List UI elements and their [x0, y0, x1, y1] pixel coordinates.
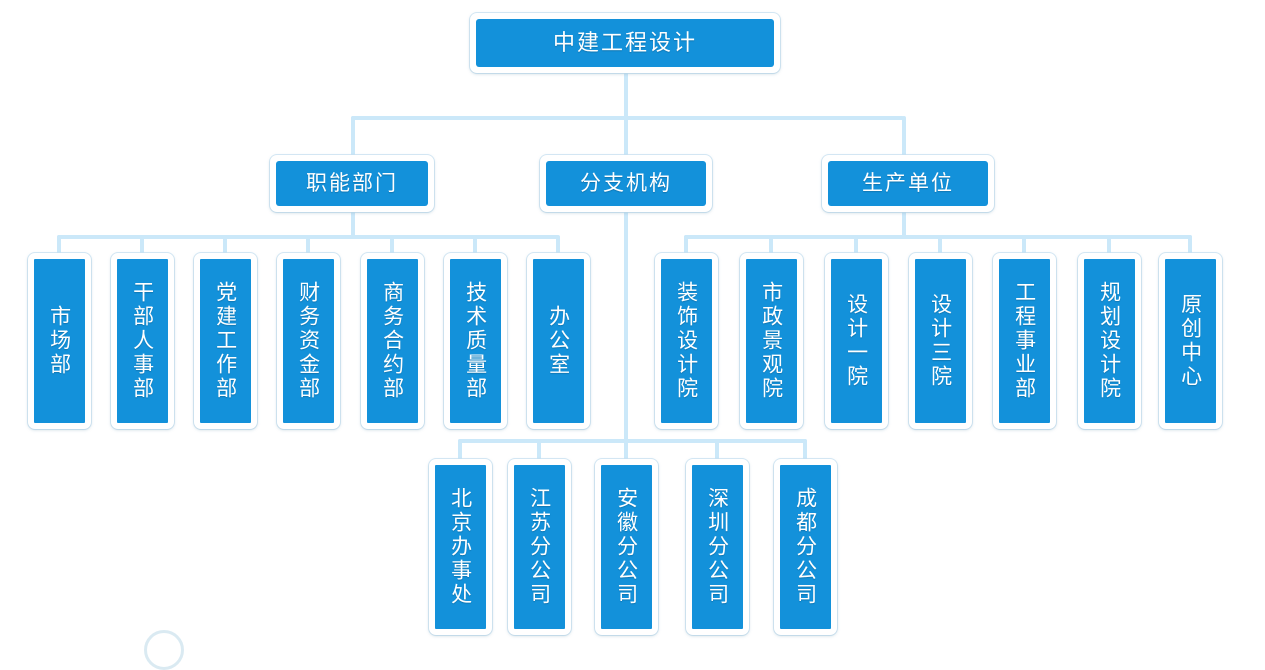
- node-unit-design-institute-3[interactable]: 设计三院: [909, 253, 972, 429]
- node-unit-original-center[interactable]: 原创中心: [1159, 253, 1222, 429]
- node-branch-shenzhen-fill: 深圳分公司: [692, 465, 743, 629]
- connector-production-stem: [902, 209, 906, 237]
- connector-branch-drop-2: [537, 439, 541, 461]
- node-branch-organizations-fill: 分支机构: [546, 161, 706, 206]
- node-unit-original-center-fill: 原创中心: [1165, 259, 1216, 423]
- connector-production-drop-1: [684, 235, 688, 255]
- node-branch-shenzhen-label: 深圳分公司: [705, 487, 730, 607]
- connector-production-drop-5: [1022, 235, 1026, 255]
- connector-root-stem: [624, 72, 628, 118]
- node-department-finance-label: 财务资金部: [296, 281, 321, 401]
- connector-production-drop-3: [854, 235, 858, 255]
- node-production-units[interactable]: 生产单位: [822, 155, 994, 212]
- connector-functional-drop-4: [306, 235, 310, 255]
- node-branch-chengdu-label: 成都分公司: [793, 487, 818, 607]
- node-department-office-fill: 办公室: [533, 259, 584, 423]
- connector-branch-stem: [624, 209, 628, 441]
- node-root[interactable]: 中建工程设计: [470, 13, 780, 73]
- node-unit-decoration-design[interactable]: 装饰设计院: [655, 253, 718, 429]
- node-unit-engineering-division-label: 工程事业部: [1012, 281, 1037, 401]
- node-branch-organizations-label: 分支机构: [580, 171, 672, 195]
- node-department-market-fill: 市场部: [34, 259, 85, 423]
- node-unit-design-institute-3-fill: 设计三院: [915, 259, 966, 423]
- connector-functional-stem: [351, 209, 355, 237]
- node-department-cadre-personnel[interactable]: 干部人事部: [111, 253, 174, 429]
- node-root-label: 中建工程设计: [552, 30, 697, 55]
- node-production-units-label: 生产单位: [862, 171, 954, 195]
- connector-branch-drop-1: [458, 439, 462, 461]
- connector-functional-drop-7: [556, 235, 560, 255]
- node-unit-municipal-landscape-fill: 市政景观院: [746, 259, 797, 423]
- node-branch-anhui[interactable]: 安徽分公司: [595, 459, 658, 635]
- node-department-party-building-label: 党建工作部: [213, 281, 238, 401]
- node-department-technical-quality[interactable]: 技术质量部: [444, 253, 507, 429]
- node-department-market[interactable]: 市场部: [28, 253, 91, 429]
- node-department-cadre-personnel-fill: 干部人事部: [117, 259, 168, 423]
- node-root-fill: 中建工程设计: [476, 19, 774, 67]
- node-unit-engineering-division-fill: 工程事业部: [999, 259, 1050, 423]
- connector-drop-branch: [624, 116, 628, 158]
- connector-production-drop-4: [938, 235, 942, 255]
- node-unit-decoration-design-label: 装饰设计院: [674, 281, 699, 401]
- node-branch-anhui-fill: 安徽分公司: [601, 465, 652, 629]
- connector-functional-drop-5: [390, 235, 394, 255]
- node-unit-design-institute-1-fill: 设计一院: [831, 259, 882, 423]
- decorative-arc-artifact: [144, 630, 184, 670]
- connector-functional-drop-1: [57, 235, 61, 255]
- node-unit-design-institute-1[interactable]: 设计一院: [825, 253, 888, 429]
- connector-functional-drop-2: [140, 235, 144, 255]
- node-unit-municipal-landscape[interactable]: 市政景观院: [740, 253, 803, 429]
- node-department-business-contract[interactable]: 商务合约部: [361, 253, 424, 429]
- connector-drop-production: [902, 116, 906, 158]
- connector-branch-drop-5: [803, 439, 807, 461]
- node-unit-planning-design[interactable]: 规划设计院: [1078, 253, 1141, 429]
- node-unit-decoration-design-fill: 装饰设计院: [661, 259, 712, 423]
- connector-functional-drop-6: [473, 235, 477, 255]
- node-production-units-fill: 生产单位: [828, 161, 988, 206]
- node-branch-beijing[interactable]: 北京办事处: [429, 459, 492, 635]
- node-branch-anhui-label: 安徽分公司: [614, 487, 639, 607]
- node-unit-design-institute-3-label: 设计三院: [928, 293, 953, 389]
- connector-production-drop-2: [769, 235, 773, 255]
- node-branch-jiangsu-label: 江苏分公司: [527, 487, 552, 607]
- node-department-business-contract-fill: 商务合约部: [367, 259, 418, 423]
- node-branch-chengdu[interactable]: 成都分公司: [774, 459, 837, 635]
- node-functional-departments-fill: 职能部门: [276, 161, 428, 206]
- node-department-market-label: 市场部: [47, 305, 72, 377]
- node-unit-planning-design-label: 规划设计院: [1097, 281, 1122, 401]
- connector-branch-drop-4: [715, 439, 719, 461]
- node-unit-engineering-division[interactable]: 工程事业部: [993, 253, 1056, 429]
- node-department-finance-fill: 财务资金部: [283, 259, 334, 423]
- node-unit-original-center-label: 原创中心: [1178, 293, 1203, 389]
- node-branch-jiangsu[interactable]: 江苏分公司: [508, 459, 571, 635]
- connector-production-drop-6: [1107, 235, 1111, 255]
- node-department-technical-quality-fill: 技术质量部: [450, 259, 501, 423]
- node-department-party-building[interactable]: 党建工作部: [194, 253, 257, 429]
- node-branch-organizations[interactable]: 分支机构: [540, 155, 712, 212]
- connector-functional-drop-3: [223, 235, 227, 255]
- connector-drop-functional: [351, 116, 355, 158]
- node-unit-municipal-landscape-label: 市政景观院: [759, 281, 784, 401]
- node-department-business-contract-label: 商务合约部: [380, 281, 405, 401]
- connector-branch-drop-3: [624, 439, 628, 461]
- org-chart: 中建工程设计 职能部门 分支机构 生产单位 市场部 干部人事部 党建工作部: [28, 13, 1222, 670]
- node-department-party-building-fill: 党建工作部: [200, 259, 251, 423]
- node-department-finance[interactable]: 财务资金部: [277, 253, 340, 429]
- node-branch-chengdu-fill: 成都分公司: [780, 465, 831, 629]
- node-department-technical-quality-label: 技术质量部: [463, 281, 488, 401]
- node-branch-beijing-label: 北京办事处: [448, 487, 473, 607]
- node-unit-design-institute-1-label: 设计一院: [844, 293, 869, 389]
- node-department-cadre-personnel-label: 干部人事部: [130, 281, 155, 401]
- node-unit-planning-design-fill: 规划设计院: [1084, 259, 1135, 423]
- node-department-office[interactable]: 办公室: [527, 253, 590, 429]
- node-functional-departments-label: 职能部门: [306, 171, 398, 195]
- node-branch-beijing-fill: 北京办事处: [435, 465, 486, 629]
- connector-production-drop-7: [1188, 235, 1192, 255]
- node-functional-departments[interactable]: 职能部门: [270, 155, 434, 212]
- node-branch-jiangsu-fill: 江苏分公司: [514, 465, 565, 629]
- node-branch-shenzhen[interactable]: 深圳分公司: [686, 459, 749, 635]
- node-department-office-label: 办公室: [546, 305, 571, 377]
- connector-branch-bus: [458, 439, 807, 443]
